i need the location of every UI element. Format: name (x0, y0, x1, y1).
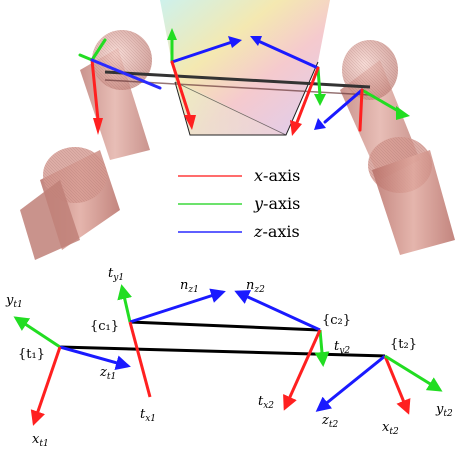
grasped-object (160, 0, 330, 136)
axis-yt1 (13, 316, 61, 349)
axis-nz2 (234, 290, 321, 332)
axis-yt2 (384, 354, 443, 392)
label-nz1: nz1 (180, 278, 199, 295)
frame-c1-axes (117, 284, 226, 398)
label-tx1: tx1 (140, 407, 156, 424)
rendered-scene: x-axis y-axis z-axis (20, 0, 455, 260)
link-t1-t2 (59, 345, 386, 358)
scene-axes (78, 28, 410, 136)
label-tx2: tx2 (258, 394, 274, 411)
scene-link-upper (104, 70, 371, 89)
label-nz2: nz2 (246, 278, 265, 295)
axis-xt2 (383, 355, 411, 415)
frame-label-c2: {c₂} (322, 313, 351, 328)
left-finger (20, 30, 152, 260)
axis-ty2 (314, 329, 330, 367)
frame-diagram: {t₁} {c₁} {c₂} {t₂} yt1 zt1 xt1 ty1 tx1 … (5, 266, 453, 449)
axis-tx2 (283, 329, 322, 411)
link-c1-c2 (129, 320, 321, 332)
label-xt2: xt2 (382, 420, 399, 437)
right-finger (340, 40, 455, 255)
label-yt2: yt2 (435, 402, 453, 419)
axis-zt2 (315, 354, 386, 412)
frame-t2-axes (315, 354, 443, 415)
frame-label-t2: {t₂} (390, 337, 417, 352)
frame-c2-axes (234, 290, 330, 411)
label-zt1: zt1 (99, 365, 116, 382)
label-ty2: ty2 (334, 339, 350, 356)
frame-label-c1: {c₁} (90, 319, 119, 334)
axis-zt1 (59, 345, 131, 370)
axis-xt1 (30, 346, 62, 426)
legend-x-label: x-axis (254, 166, 300, 185)
frame-label-t1: {t₁} (18, 347, 45, 362)
axis-nz1 (129, 288, 226, 324)
axis-legend: x-axis y-axis z-axis (178, 166, 300, 241)
frame-t1-axes (13, 316, 131, 426)
label-xt1: xt1 (32, 432, 49, 449)
axis-tx1 (128, 321, 152, 398)
label-yt1: yt1 (5, 293, 23, 310)
label-ty1: ty1 (108, 266, 124, 283)
legend-y-label: y-axis (253, 194, 300, 213)
legend-z-label: z-axis (253, 222, 300, 241)
axis-ty1 (117, 284, 132, 323)
label-zt2: zt2 (321, 413, 338, 430)
